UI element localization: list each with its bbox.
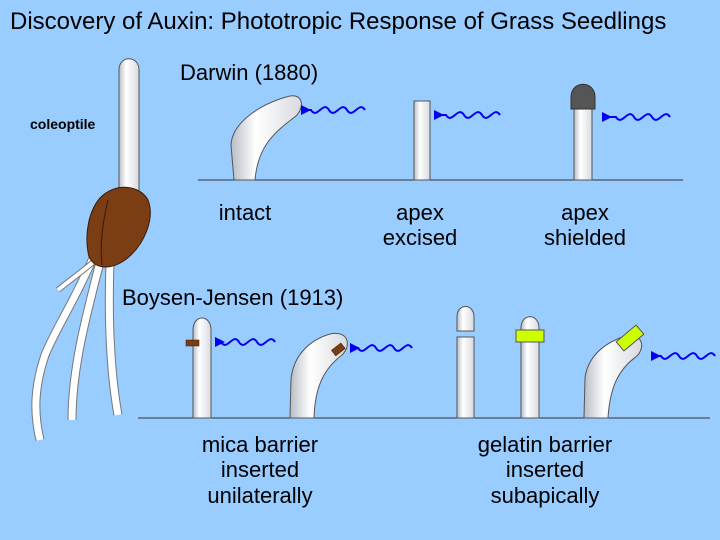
boysen-jensen-heading: Boysen-Jensen (1913) <box>122 285 344 310</box>
caption-apex-excised: apex excised <box>370 200 470 251</box>
shielded-shoot <box>573 104 593 181</box>
root-group <box>31 255 123 442</box>
mica-barrier-2 <box>331 342 346 357</box>
caption-gelatin-barrier: gelatin barrier inserted subapically <box>450 432 640 508</box>
caption-line: inserted <box>220 457 300 483</box>
seed <box>86 186 151 268</box>
caption-line: shielded <box>544 225 626 251</box>
caption-line: intact <box>218 200 272 225</box>
excised-shoot <box>413 100 431 181</box>
decapitated-shoot <box>456 336 475 419</box>
intact-shoot <box>230 95 302 181</box>
mica-barrier-1 <box>185 339 200 347</box>
light-arrow-excised <box>434 110 501 120</box>
caption-line: unilaterally <box>207 482 313 508</box>
gelatin-block-2 <box>615 324 645 352</box>
page-title: Discovery of Auxin: Phototropic Response… <box>10 8 667 35</box>
light-arrow-shielded <box>602 112 671 122</box>
caption-line: apex <box>396 200 444 225</box>
mica-straight-shoot <box>192 317 212 419</box>
opaque-cap <box>570 83 596 110</box>
seedling-illustration <box>31 58 151 442</box>
caption-line: subapically <box>490 482 600 508</box>
light-arrow-gelatin <box>651 351 716 361</box>
light-arrow-mica-1 <box>215 337 276 347</box>
coleoptile-shoot <box>118 58 140 206</box>
darwin-heading: Darwin (1880) <box>180 60 319 85</box>
gelatin-block-1 <box>515 329 545 343</box>
caption-line: apex <box>561 200 609 225</box>
caption-line: excised <box>382 225 458 251</box>
caption-line: inserted <box>505 457 585 483</box>
detached-tip <box>456 306 475 332</box>
coleoptile-label: coleoptile <box>30 116 96 132</box>
caption-line: gelatin barrier <box>477 432 613 457</box>
light-arrow-mica-2 <box>350 343 413 353</box>
caption-mica-barrier: mica barrier inserted unilaterally <box>175 432 345 508</box>
light-arrow-intact <box>301 105 366 115</box>
gelatin-bent-shoot <box>583 335 643 419</box>
mica-bent-shoot <box>289 332 348 419</box>
caption-apex-shielded: apex shielded <box>535 200 635 251</box>
caption-intact: intact <box>195 200 295 225</box>
caption-line: mica barrier <box>201 432 319 457</box>
